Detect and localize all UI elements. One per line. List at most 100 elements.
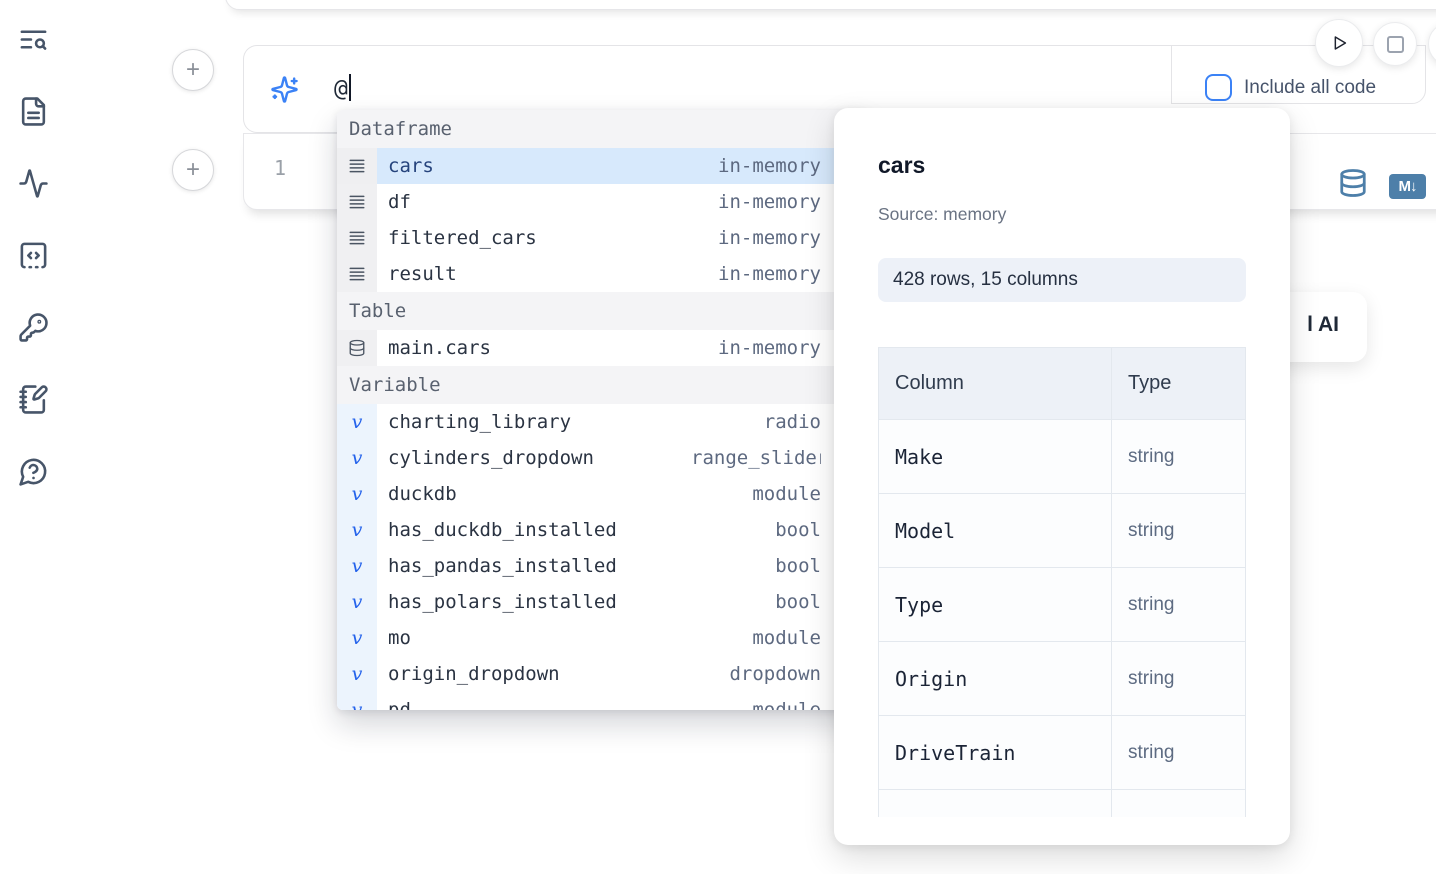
- dataframe-rows-icon: [349, 231, 365, 245]
- variable-icon: v: [351, 483, 363, 505]
- autocomplete-item-result[interactable]: result in-memory: [337, 256, 867, 292]
- schema-column-type: string: [1111, 641, 1246, 716]
- key-icon: [19, 313, 48, 342]
- sidebar: [18, 24, 49, 487]
- item-type: module: [752, 627, 821, 649]
- variable-icon: v: [351, 519, 363, 541]
- autocomplete-item-charting-library[interactable]: v charting_library radio: [337, 404, 867, 440]
- sidebar-item-help[interactable]: [18, 456, 49, 487]
- autocomplete-item-has-pandas-installed[interactable]: v has_pandas_installed bool: [337, 548, 867, 584]
- activity-icon: [19, 169, 48, 198]
- sidebar-item-explorer[interactable]: [18, 24, 49, 55]
- include-all-code-label: Include all code: [1244, 77, 1377, 98]
- autocomplete-item-main-cars[interactable]: main.cars in-memory: [337, 330, 867, 366]
- item-type: bool: [775, 519, 821, 541]
- item-type: radio: [763, 411, 821, 433]
- markdown-export-icon[interactable]: M↓: [1389, 174, 1426, 199]
- autocomplete-item-has-duckdb-installed[interactable]: v has_duckdb_installed bool: [337, 512, 867, 548]
- schema-column-name: Origin: [878, 641, 1112, 716]
- text-search-icon: [20, 30, 47, 50]
- item-name: origin_dropdown: [388, 663, 560, 685]
- include-all-code-checkbox[interactable]: [1205, 74, 1232, 101]
- item-name: duckdb: [388, 483, 457, 505]
- item-type: in-memory: [718, 337, 821, 359]
- add-cell-button-bottom[interactable]: +: [172, 149, 214, 191]
- schema-row-partial: [878, 789, 1246, 817]
- autocomplete-item-has-polars-installed[interactable]: v has_polars_installed bool: [337, 584, 867, 620]
- item-type: dropdown: [729, 663, 821, 685]
- datasource-button[interactable]: [1338, 168, 1368, 198]
- schema-row: Origin string: [878, 641, 1246, 716]
- schema-row: DriveTrain string: [878, 715, 1246, 790]
- item-type: module: [752, 483, 821, 505]
- add-cell-button-top[interactable]: +: [172, 49, 214, 91]
- schema-column-type: string: [1111, 715, 1246, 790]
- schema-row: Model string: [878, 493, 1246, 568]
- schema-header-row: Column Type: [878, 347, 1246, 420]
- item-name: df: [388, 191, 411, 213]
- preview-source: Source: memory: [878, 204, 1007, 224]
- autocomplete-item-df[interactable]: df in-memory: [337, 184, 867, 220]
- run-cell-button[interactable]: [1315, 19, 1363, 67]
- autocomplete-item-mo[interactable]: v mo module: [337, 620, 867, 656]
- text-cursor: [348, 74, 351, 101]
- autocomplete-item-cars[interactable]: cars in-memory: [337, 148, 867, 184]
- item-name: filtered_cars: [388, 227, 537, 249]
- sidebar-item-scratchpad[interactable]: [18, 384, 49, 415]
- item-type: bool: [775, 555, 821, 577]
- item-name: charting_library: [388, 411, 572, 433]
- item-name: result: [388, 263, 457, 285]
- partial-edge-button[interactable]: [1428, 22, 1436, 66]
- item-type: bool: [775, 591, 821, 613]
- schema-column-name: Type: [878, 567, 1112, 642]
- autocomplete-item-pd[interactable]: v pd module: [337, 692, 867, 710]
- variable-icon: v: [351, 699, 363, 710]
- item-name: has_duckdb_installed: [388, 519, 617, 541]
- notebook-pen-icon: [19, 385, 48, 414]
- autocomplete-item-duckdb[interactable]: v duckdb module: [337, 476, 867, 512]
- item-name: main.cars: [388, 337, 491, 359]
- sidebar-item-secrets[interactable]: [18, 312, 49, 343]
- item-type: in-memory: [718, 155, 821, 177]
- schema-column-type: string: [1111, 567, 1246, 642]
- variable-icon: v: [351, 555, 363, 577]
- variable-icon: v: [351, 411, 363, 433]
- stop-button[interactable]: [1373, 22, 1417, 66]
- autocomplete-item-filtered-cars[interactable]: filtered_cars in-memory: [337, 220, 867, 256]
- database-icon: [1340, 169, 1366, 197]
- code-square-icon: [20, 242, 47, 269]
- help-chat-icon: [19, 458, 47, 486]
- dataframe-preview-popup: cars Source: memory 428 rows, 15 columns…: [834, 108, 1290, 845]
- item-name: cylinders_dropdown: [388, 447, 594, 469]
- sidebar-item-files[interactable]: [18, 96, 49, 127]
- previous-cell-edge: [225, 0, 1436, 10]
- dataframe-rows-icon: [349, 267, 365, 281]
- line-number: 1: [273, 156, 287, 180]
- schema-header-type: Type: [1111, 347, 1246, 420]
- schema-column-type: string: [1111, 419, 1246, 494]
- stop-icon: [1386, 35, 1404, 53]
- sparkles-icon: [270, 75, 299, 104]
- ai-prompt-input[interactable]: @: [334, 74, 351, 102]
- ai-action-label: l AI: [1307, 313, 1339, 336]
- autocomplete-item-origin-dropdown[interactable]: v origin_dropdown dropdown: [337, 656, 867, 692]
- preview-shape-badge: 428 rows, 15 columns: [878, 258, 1246, 302]
- variable-icon: v: [351, 663, 363, 685]
- sidebar-item-activity[interactable]: [18, 168, 49, 199]
- item-type: in-memory: [718, 263, 821, 285]
- autocomplete-item-cylinders-dropdown[interactable]: v cylinders_dropdown range_slider: [337, 440, 867, 476]
- variable-icon: v: [351, 591, 363, 613]
- schema-table-wrap: Column Type Make string Model string Typ…: [878, 347, 1246, 817]
- item-name: pd: [388, 699, 411, 710]
- schema-column-name: Model: [878, 493, 1112, 568]
- schema-column-name: DriveTrain: [878, 715, 1112, 790]
- sidebar-item-snippets[interactable]: [18, 240, 49, 271]
- item-type: module: [752, 699, 821, 710]
- schema-column-type: string: [1111, 493, 1246, 568]
- item-name: mo: [388, 627, 411, 649]
- schema-row: Type string: [878, 567, 1246, 642]
- item-name: has_pandas_installed: [388, 555, 617, 577]
- item-type: in-memory: [718, 227, 821, 249]
- schema-column-name: Make: [878, 419, 1112, 494]
